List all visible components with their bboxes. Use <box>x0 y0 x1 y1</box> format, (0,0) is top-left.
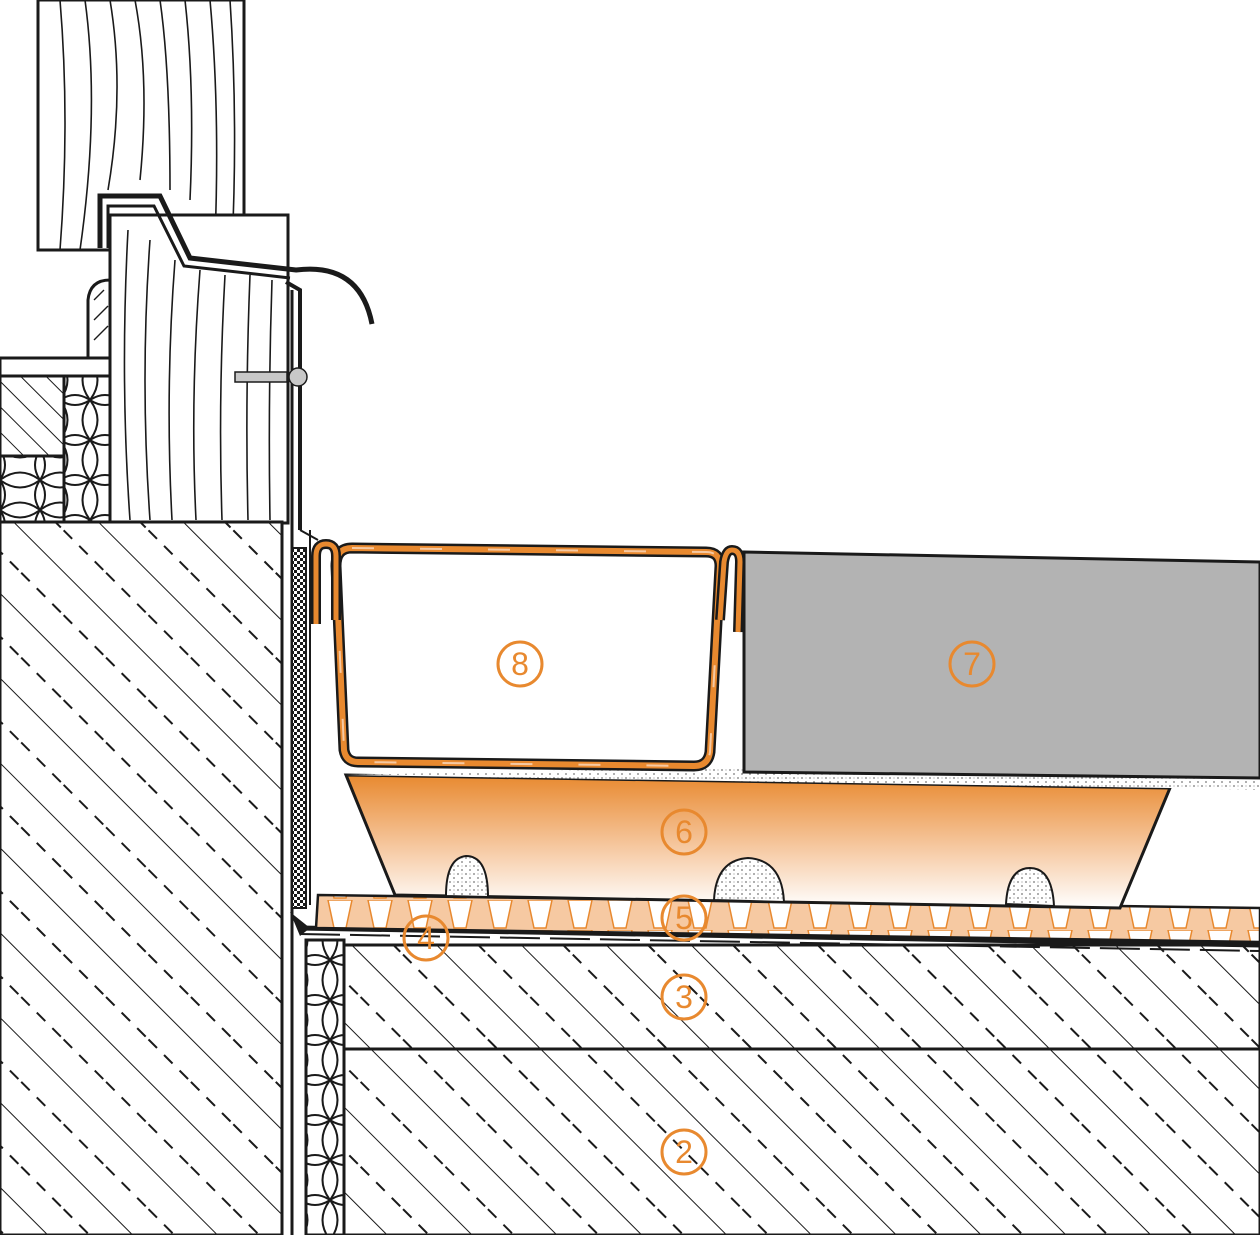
screed-layer <box>342 943 1260 1051</box>
callout-circle <box>496 640 544 688</box>
callout-6: 6 <box>660 808 708 856</box>
window-frame <box>36 0 246 252</box>
membrane-strip <box>291 547 307 909</box>
callout-4: 4 <box>402 914 450 962</box>
callout-number: 7 <box>963 646 981 682</box>
callout-5: 5 <box>660 894 708 942</box>
concrete-slab <box>342 1047 1260 1235</box>
callout-number: 2 <box>675 1134 693 1170</box>
wall-structure <box>0 356 112 524</box>
callout-circle <box>660 808 708 856</box>
callout-circle <box>660 1128 708 1176</box>
callout-circle <box>660 973 708 1021</box>
callout-number: 5 <box>675 900 693 936</box>
callout-number: 3 <box>675 979 693 1015</box>
drain-channel-profile <box>311 539 745 772</box>
callout-8: 8 <box>496 640 544 688</box>
edge-insulation <box>304 938 346 1235</box>
callout-number: 6 <box>675 814 693 850</box>
callout-circle <box>948 640 996 688</box>
callout-2: 2 <box>660 1128 708 1176</box>
wooden-sill <box>86 213 290 525</box>
callout-7: 7 <box>948 640 996 688</box>
concrete-wall <box>0 520 284 1235</box>
drain-body <box>343 773 1173 910</box>
callout-circle <box>660 894 708 942</box>
callout-circle <box>402 914 450 962</box>
callout-number: 4 <box>417 920 435 956</box>
callout-labels: 2 3 4 5 6 7 8 <box>402 640 996 1176</box>
screw-icon <box>234 367 308 387</box>
floor-tile <box>742 550 1260 780</box>
callout-3: 3 <box>660 973 708 1021</box>
callout-number: 8 <box>511 646 529 682</box>
